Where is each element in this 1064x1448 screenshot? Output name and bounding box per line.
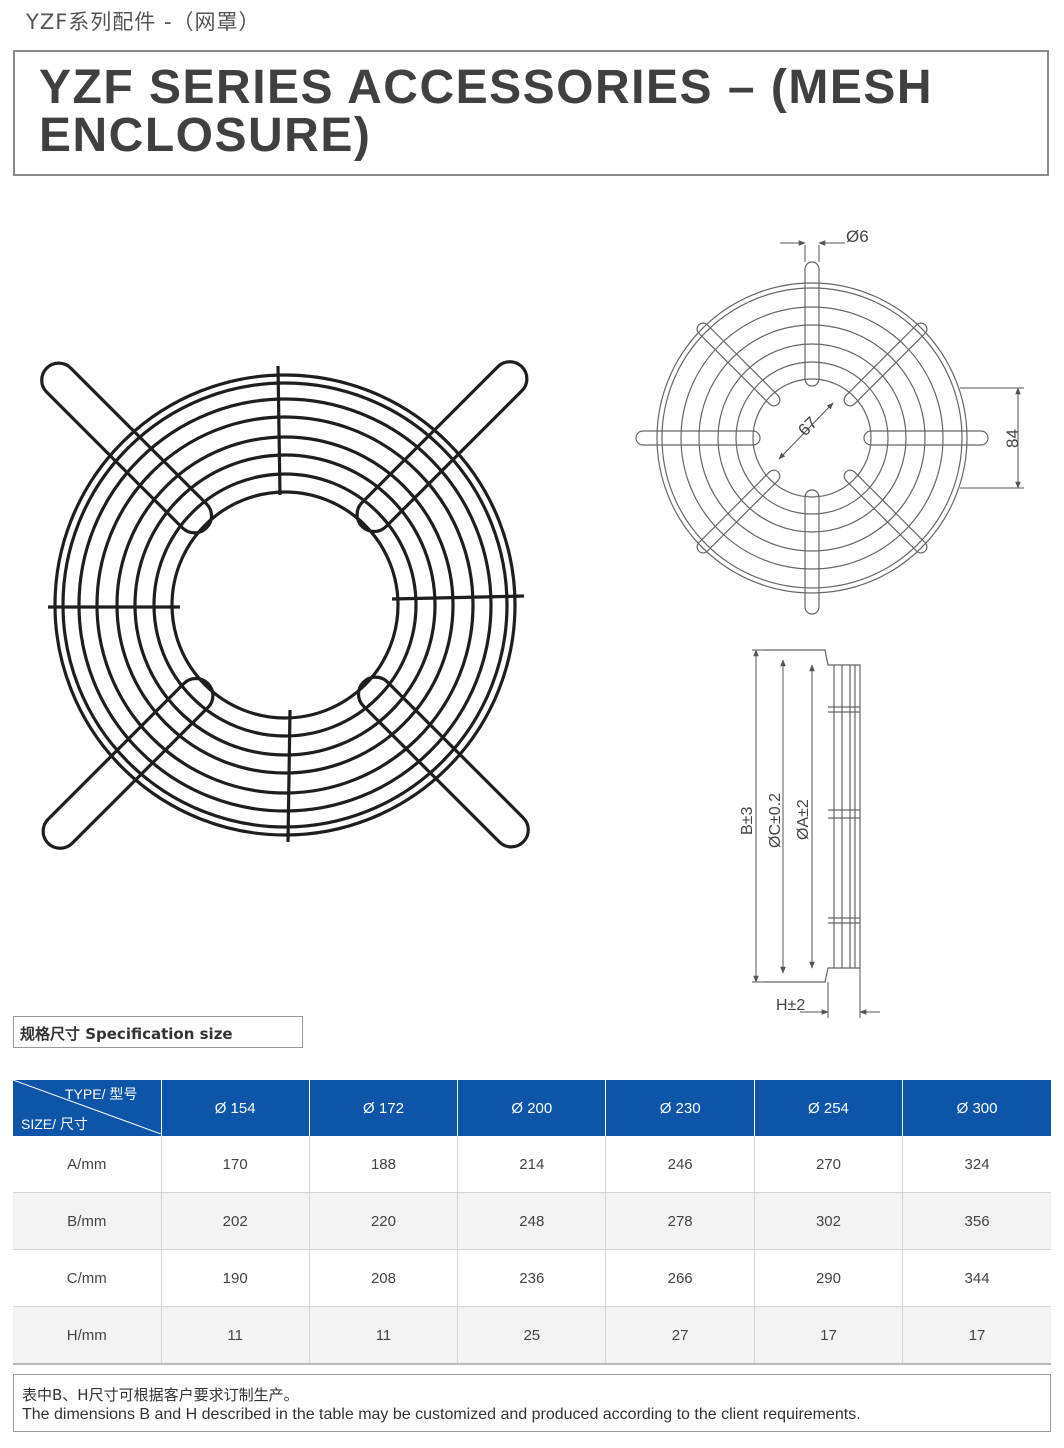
mesh-grille-photo [40,360,530,850]
table-cell: 302 [754,1192,904,1250]
dim-84-label: 84 [1003,429,1022,448]
table-corner-cell: TYPE/ 型号 SIZE/ 尺寸 [13,1080,162,1136]
table-cell: 290 [754,1249,904,1307]
title-box: YZF SERIES ACCESSORIES – (MESH ENCLOSURE… [13,50,1049,176]
row-label: B/mm [13,1192,162,1250]
table-cell: 17 [902,1306,1051,1365]
table-cell: 27 [605,1306,755,1365]
column-header: Ø 230 [605,1080,755,1136]
page-title: YZF SERIES ACCESSORIES – (MESH ENCLOSURE… [39,61,934,162]
row-label: H/mm [13,1306,162,1365]
table-cell: 270 [754,1136,904,1193]
table-cell: 214 [457,1136,607,1193]
table-cell: 208 [309,1249,459,1307]
table-row: C/mm 190 208 236 266 290 344 [13,1249,1051,1307]
table-cell: 188 [309,1136,459,1193]
column-header: Ø 200 [457,1080,607,1136]
spec-table: TYPE/ 型号 SIZE/ 尺寸 Ø 154 Ø 172 Ø 200 Ø 23… [13,1080,1051,1365]
diameter-6-label: Ø6 [846,227,869,246]
side-view-dimensions [752,649,880,1018]
dim-c-label: ØC±0.2 [767,793,784,848]
dim-h-label: H±2 [776,997,805,1014]
corner-diagonal [13,1080,161,1134]
front-view-drawing [635,261,989,615]
spec-heading-box: 规格尺寸 Specification size [13,1016,303,1048]
table-row: H/mm 11 11 25 27 17 17 [13,1306,1051,1365]
table-cell: 25 [457,1306,607,1365]
table-cell: 170 [161,1136,310,1193]
dim-67-label: 67 [794,413,821,440]
table-cell: 356 [902,1192,1051,1250]
table-cell: 246 [605,1136,755,1193]
spec-heading: 规格尺寸 Specification size [20,1025,233,1043]
table-header-row: TYPE/ 型号 SIZE/ 尺寸 Ø 154 Ø 172 Ø 200 Ø 23… [13,1080,1051,1136]
table-cell: 266 [605,1249,755,1307]
table-cell: 11 [309,1306,459,1365]
table-row: A/mm 170 188 214 246 270 324 [13,1136,1051,1193]
table-cell: 344 [902,1249,1051,1307]
column-header: Ø 300 [902,1080,1051,1136]
table-cell: 278 [605,1192,755,1250]
row-label: A/mm [13,1136,162,1193]
row-label: C/mm [13,1249,162,1307]
note-chinese: 表中B、H尺寸可根据客户要求订制生产。 [22,1386,299,1404]
table-cell: 220 [309,1192,459,1250]
table-cell: 11 [161,1306,310,1365]
table-row: B/mm 202 220 248 278 302 356 [13,1192,1051,1250]
table-cell: 236 [457,1249,607,1307]
dim-a-label: ØA±2 [795,799,812,840]
size-label: SIZE/ 尺寸 [21,1116,88,1132]
table-cell: 248 [457,1192,607,1250]
note-english: The dimensions B and H described in the … [22,1406,861,1423]
column-header: Ø 172 [309,1080,459,1136]
table-cell: 202 [161,1192,310,1250]
table-cell: 324 [902,1136,1051,1193]
side-view-drawing [764,649,861,983]
table-cell: 17 [754,1306,904,1365]
column-header: Ø 254 [754,1080,904,1136]
category-label: YZF系列配件 -（网罩） [26,10,261,34]
dim-b-label: B±3 [739,807,756,835]
type-label: TYPE/ 型号 [65,1086,138,1102]
front-view-dimensions [778,240,1024,489]
table-cell: 190 [161,1249,310,1307]
column-header: Ø 154 [161,1080,310,1136]
technical-drawing: Ø6 67 84 B±3 ØC±0.2 ØA±2 H±2 [40,227,1024,1018]
note-box: 表中B、H尺寸可根据客户要求订制生产。 The dimensions B and… [13,1374,1051,1432]
